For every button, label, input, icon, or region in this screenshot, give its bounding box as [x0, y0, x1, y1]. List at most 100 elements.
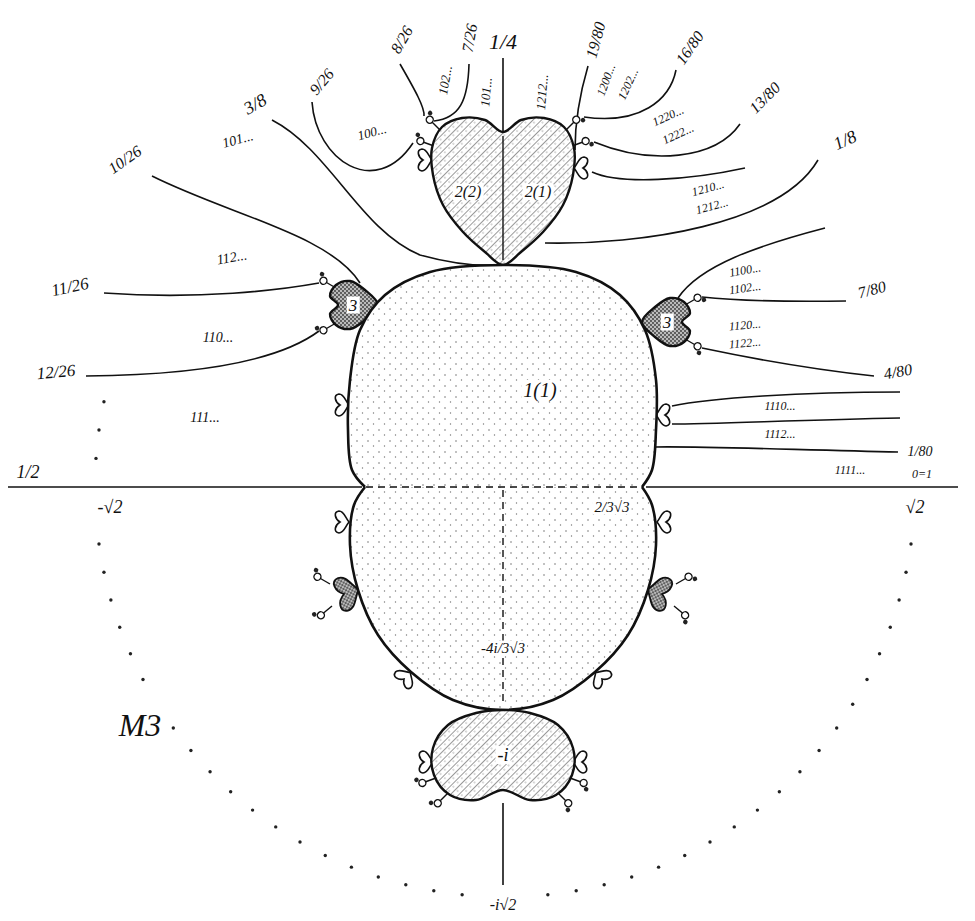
region-boundary [350, 487, 656, 710]
ray-angle: 13/80 [746, 79, 785, 118]
circle-dot [229, 790, 232, 793]
circle-dot [102, 400, 105, 403]
circle-dot [708, 840, 711, 843]
external-ray [86, 331, 319, 376]
circle-dot [878, 652, 881, 655]
circle-dot [324, 854, 327, 857]
ray-angle: 12/26 [35, 362, 77, 382]
circle-dot [851, 703, 854, 706]
circle-dot [889, 626, 892, 629]
axis-value: -i√2 [489, 897, 518, 913]
ray-angle: 4/80 [882, 361, 915, 382]
external-ray [434, 64, 469, 121]
loop-bulb [335, 511, 349, 533]
itinerary-label: 102... [436, 63, 454, 96]
itinerary-label: 1202... [615, 66, 641, 103]
circle-dot [102, 571, 105, 574]
axis-value: √2 [905, 498, 926, 516]
circle-dot [778, 790, 781, 793]
loop-bulb [574, 157, 588, 179]
circle-dot [733, 825, 736, 828]
circle-dot [683, 854, 686, 857]
region-label: -i [496, 746, 511, 764]
itinerary-label: 1110... [763, 400, 796, 412]
itinerary-label: 1100... [727, 261, 763, 279]
circle-dot [94, 457, 97, 460]
circle-dot [251, 808, 254, 811]
period-three-bulb: 3 [636, 294, 696, 350]
circle-dot [460, 893, 463, 896]
region-label: -4i/3√3 [479, 641, 527, 656]
itinerary-label: 1112... [763, 428, 796, 440]
external-ray [672, 418, 900, 424]
circle-dot [798, 770, 801, 773]
external-ray [400, 64, 424, 116]
itinerary-label: 1210... [690, 178, 727, 199]
region-label: 1(1) [521, 380, 558, 400]
circle-dot [274, 825, 277, 828]
ray-angle: 11/26 [49, 275, 91, 300]
itinerary-label: 112... [215, 248, 249, 267]
circle-dot [377, 875, 380, 878]
ray-angle: 16/80 [672, 28, 707, 69]
circle-dot [865, 678, 868, 681]
itinerary-label: 100... [355, 122, 389, 143]
loop-bulb [657, 511, 671, 533]
ray-angle: 10/26 [105, 142, 146, 177]
bulb-boundary [431, 117, 575, 265]
circle-dot [909, 542, 912, 545]
circle-dot [817, 749, 820, 752]
itinerary-label: 1111... [834, 464, 866, 476]
circle-dot [298, 840, 301, 843]
itinerary-label: 1212... [534, 73, 550, 112]
antenna [669, 603, 692, 625]
bulb-divider [502, 136, 503, 260]
circle-dot [189, 749, 192, 752]
itinerary-label: 1122... [727, 336, 762, 351]
circle-dot [835, 726, 838, 729]
external-ray [312, 102, 413, 171]
region-boundary [348, 265, 657, 487]
region-outline [344, 262, 662, 490]
ray-angle: 8/26 [387, 23, 416, 57]
loop-bulb [418, 149, 432, 171]
main-region-upper: 1(1) [344, 262, 662, 490]
ray-angle: 7/80 [855, 278, 889, 301]
circle-dot [350, 865, 353, 868]
itinerary-label: 1102... [727, 280, 762, 297]
itinerary-label: 1222... [660, 121, 697, 147]
period-two-bulb: 2(2)2(1) [428, 114, 580, 270]
antenna [674, 570, 698, 590]
region-fill [350, 487, 656, 710]
antenna [311, 600, 334, 622]
lower-bulb: -i [428, 706, 578, 804]
region-outline [428, 114, 580, 270]
circle-dot [129, 652, 132, 655]
ray-angle: 19/80 [583, 19, 608, 60]
external-ray [702, 348, 874, 376]
itinerary-label: 1200... [594, 62, 617, 99]
antenna [310, 567, 334, 587]
circle-dot [630, 875, 633, 878]
circle-dot [118, 626, 121, 629]
itinerary-label: 1120... [727, 318, 762, 333]
set-name: M3 [118, 709, 163, 741]
ray-angle: 9/26 [306, 65, 338, 99]
external-ray [678, 228, 825, 298]
circle-dot [602, 883, 605, 886]
bulb-boundary [642, 298, 690, 346]
external-ray [152, 176, 360, 283]
circle-dot [756, 808, 759, 811]
circle-dot [208, 770, 211, 773]
circle-dot [897, 598, 900, 601]
region-label: 2(1) [523, 184, 554, 200]
itinerary-label: 101... [220, 129, 256, 151]
itinerary-label: 110... [202, 331, 234, 345]
itinerary-label: 1212... [694, 196, 731, 217]
external-ray [702, 297, 846, 301]
ray-angle: 3/8 [240, 90, 271, 118]
